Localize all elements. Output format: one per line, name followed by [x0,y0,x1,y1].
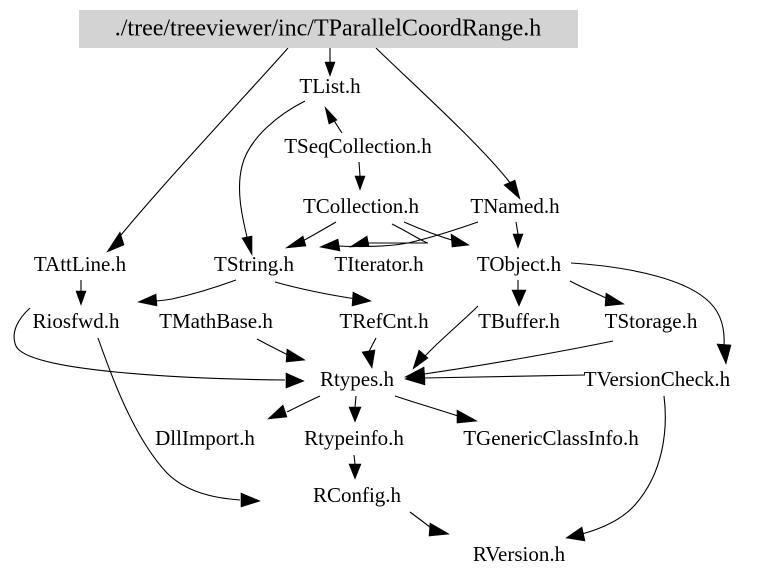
edge-tseqcollection-tcollection [354,161,366,191]
node-tcollection[interactable]: TCollection.h [303,194,420,218]
edge-tcollection-titerator [348,223,429,248]
edge-tnamed-tobject [512,221,524,249]
title-node[interactable]: ./tree/treeviewer/inc/TParallelCoordRang… [79,10,578,48]
edge-tstring-trefcnt [274,281,372,307]
edge-tlist-tstring [238,100,306,257]
node-trefcnt[interactable]: TRefCnt.h [339,309,429,333]
node-rconfig[interactable]: RConfig.h [313,483,402,507]
edge-tparallelcoordrange-tlist [324,48,336,77]
node-tmathbase[interactable]: TMathBase.h [159,309,273,333]
edge-tmathbase-rtypes [256,338,306,363]
node-tversioncheck[interactable]: TVersionCheck.h [584,367,731,391]
node-tlist[interactable]: TList.h [299,74,361,98]
edge-tstring-tmathbase [137,279,237,307]
edge-tnamed-tstring [319,221,479,252]
edge-tattline-riosfwd [75,280,87,306]
edge-tparallelcoordrange-tnamed [375,47,521,200]
node-tstring[interactable]: TString.h [214,252,294,276]
node-tnamed[interactable]: TNamed.h [470,194,560,218]
node-rtypeinfo[interactable]: Rtypeinfo.h [304,426,404,450]
node-tbuffer[interactable]: TBuffer.h [478,309,560,333]
title-box-background [79,10,578,48]
edge-tobject-tbuffer [511,280,527,307]
edge-tseqcollection-tlist [324,105,343,134]
node-dllimport[interactable]: DllImport.h [155,426,255,450]
edge-tbuffer-rtypes [412,305,479,370]
edge-tversioncheck-rversion [565,395,666,542]
edge-layer [13,47,732,542]
edge-tobject-tstorage [569,280,625,307]
node-titerator[interactable]: TIterator.h [334,252,424,276]
edge-rtypeinfo-rconfig [348,454,362,480]
edge-rtypes-rtypeinfo [348,395,362,423]
edge-tcollection-tobject [403,221,470,248]
node-tstorage[interactable]: TStorage.h [605,309,698,333]
edge-trefcnt-rtypes [361,337,377,369]
edge-tobject-tversioncheck [570,262,732,365]
edge-riosfwd-rconfig [97,337,261,508]
edge-rtypes-tgenericclassinfo [394,395,478,424]
node-layer: TList.h TSeqCollection.h TCollection.h T… [33,74,731,566]
node-rversion[interactable]: RVersion.h [473,542,566,566]
edge-tversioncheck-rtypes [404,370,586,386]
edge-rconfig-rversion [409,511,450,537]
edge-rtypes-dllimport [267,395,321,420]
node-tgenericclassinfo[interactable]: TGenericClassInfo.h [463,426,639,450]
edge-riosfwd-rtypes [13,307,305,389]
edge-tparallelcoordrange-tattline [106,47,289,253]
node-riosfwd[interactable]: Riosfwd.h [33,309,120,333]
node-tseqcollection[interactable]: TSeqCollection.h [284,134,432,158]
node-rtypes[interactable]: Rtypes.h [320,367,395,391]
node-tattline[interactable]: TAttLine.h [34,252,127,276]
node-tobject[interactable]: TObject.h [477,252,562,276]
page-title: ./tree/treeviewer/inc/TParallelCoordRang… [115,16,542,42]
edge-tcollection-tstring [284,221,337,249]
